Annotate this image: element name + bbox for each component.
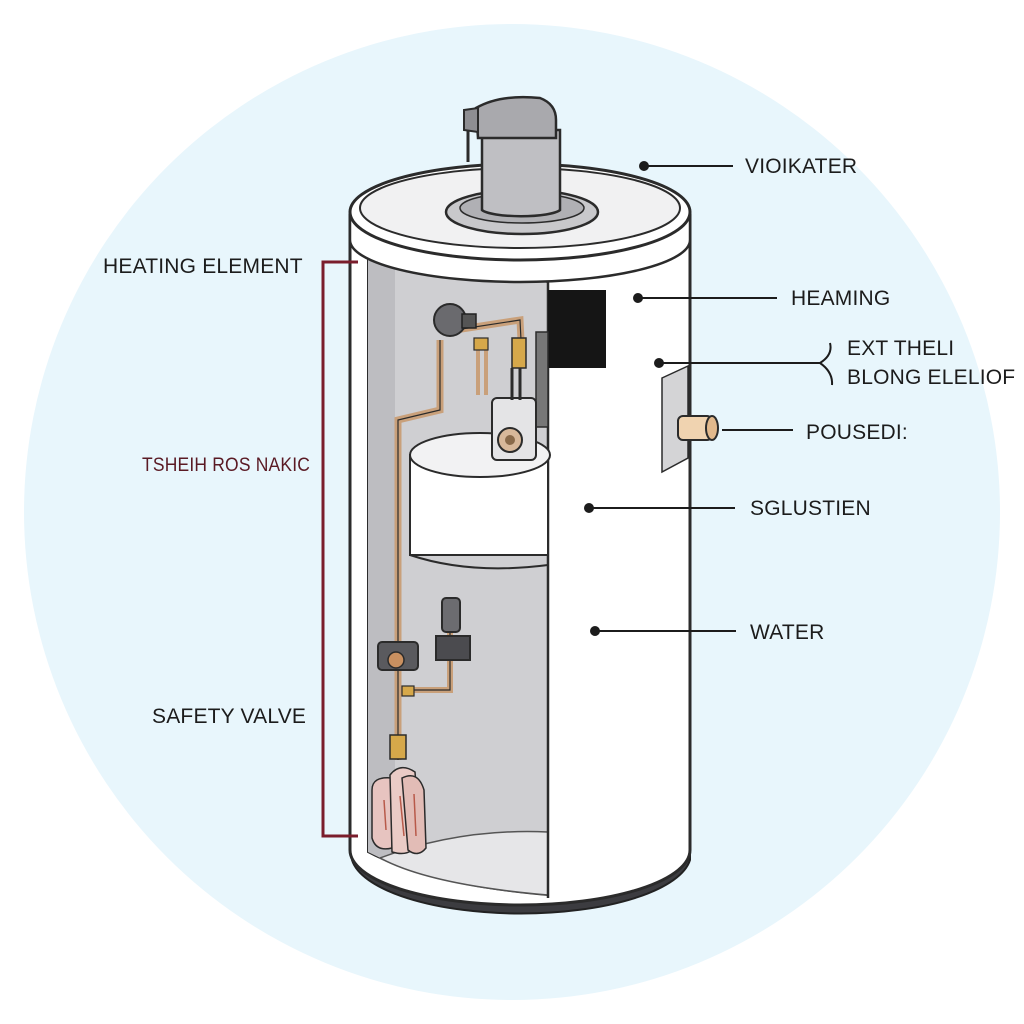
side-panel [661,364,689,474]
label-top: VIOIKATER [745,155,858,178]
tank [348,95,719,915]
label-ext-line1: EXT THELI [847,337,955,360]
leader-brace [819,342,834,386]
gas-valve-icon [433,303,549,461]
leader-lines [584,161,834,636]
safety-valve-icon [377,597,471,760]
label-sglustien: SGLUSTIEN [750,497,871,520]
left-bracket [321,260,358,838]
label-tank-inner: TSHEIH ROS NAKIC [142,455,311,476]
heating-plate [548,290,606,368]
inner-baffle [409,432,551,570]
label-water: WATER [750,621,825,644]
burner-icon [371,766,427,855]
label-pousedi: POUSEDI: [806,421,908,444]
label-ext-line2: BLONG ELELIOF [847,366,1016,389]
pipe-fitting-icon [677,415,719,441]
exhaust-flue-icon [444,95,600,236]
label-safety-valve: SAFETY VALVE [152,705,307,728]
label-heating-element: HEATING ELEMENT [103,255,303,278]
label-heaming: HEAMING [791,287,891,310]
